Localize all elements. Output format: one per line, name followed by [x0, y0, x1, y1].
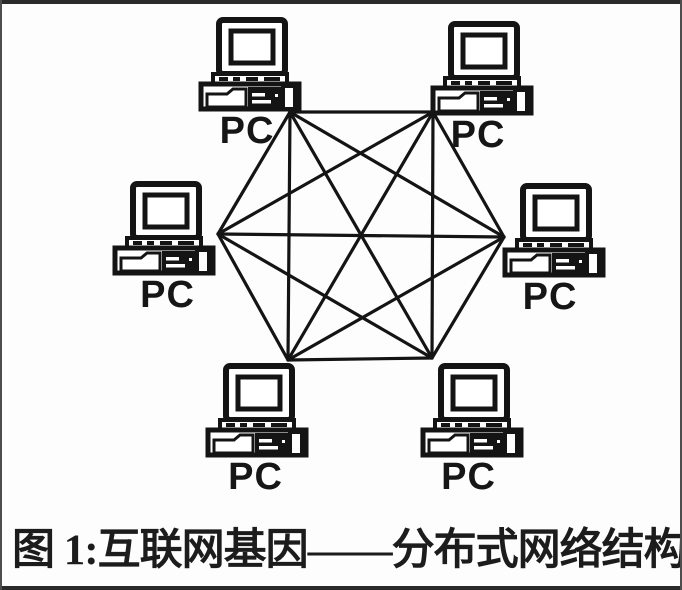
- network-link: [286, 356, 434, 362]
- scan-border-right: [680, 0, 682, 590]
- pc-bottom-right: PC: [420, 362, 524, 496]
- pc-bottom-left: PC: [205, 362, 309, 496]
- figure-caption: 图 1:互联网基因——分布式网络结构: [12, 527, 682, 574]
- network-link: [286, 235, 506, 362]
- network-link: [216, 232, 290, 362]
- pc-top-left: PC: [198, 16, 302, 150]
- pc-computer-icon: [430, 21, 534, 116]
- pc-label: PC: [228, 456, 283, 498]
- network-link: [216, 232, 506, 239]
- network-link: [216, 110, 435, 236]
- scan-border-left: [0, 0, 2, 590]
- pc-computer-icon: [198, 17, 302, 112]
- scan-border-bottom: [0, 586, 682, 590]
- pc-label: PC: [219, 110, 275, 152]
- network-link: [216, 110, 292, 236]
- pc-computer-icon: [205, 363, 309, 458]
- pc-label: PC: [450, 114, 506, 156]
- network-link: [430, 235, 506, 360]
- pc-middle-right: PC: [502, 182, 606, 316]
- pc-computer-icon: [502, 183, 606, 278]
- pc-middle-left: PC: [112, 180, 216, 314]
- pc-top-right: PC: [430, 20, 534, 154]
- pc-label: PC: [522, 276, 578, 318]
- scan-border-top: [0, 0, 682, 4]
- pc-computer-icon: [112, 181, 216, 276]
- pc-label: PC: [441, 456, 496, 498]
- network-link: [216, 232, 434, 360]
- pc-label: PC: [140, 274, 195, 316]
- network-link: [431, 110, 506, 239]
- pc-computer-icon: [420, 363, 524, 458]
